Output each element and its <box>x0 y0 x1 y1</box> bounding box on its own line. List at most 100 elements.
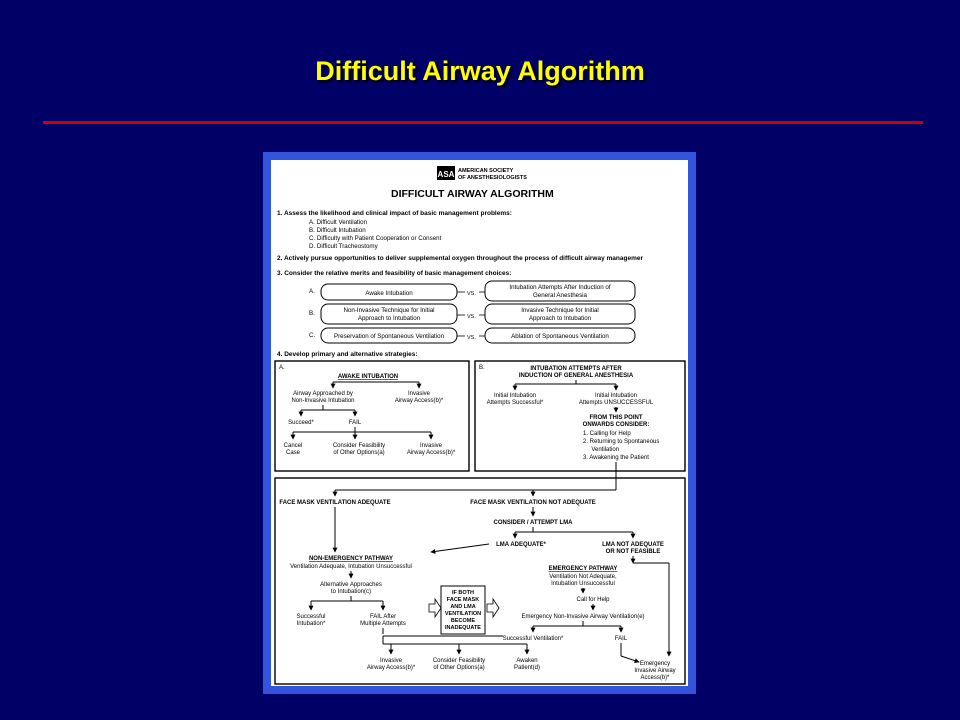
svg-text:Airway Access(b)*: Airway Access(b)* <box>367 665 416 671</box>
choice-b-right: Invasive Technique for Initial <box>521 307 599 314</box>
step-2: 2. Actively pursue opportunities to deli… <box>277 255 643 262</box>
svg-text:Airway Access(b)*: Airway Access(b)* <box>407 450 456 456</box>
svg-text:Consider Feasibility: Consider Feasibility <box>433 658 485 664</box>
svg-text:of Other Options(a): of Other Options(a) <box>433 665 484 671</box>
choice-letter: C. <box>309 332 315 339</box>
asa-logo: ASA AMERICAN SOCIETY OF ANESTHESIOLOGIST… <box>437 166 527 181</box>
svg-text:BECOME: BECOME <box>451 618 475 624</box>
svg-text:Successful: Successful <box>296 614 325 620</box>
svg-text:IF BOTH: IF BOTH <box>452 590 474 596</box>
if-both-box <box>440 585 486 635</box>
svg-text:FAIL: FAIL <box>349 420 362 426</box>
svg-text:Alternative Approaches: Alternative Approaches <box>320 582 382 588</box>
svg-text:INADEQUATE: INADEQUATE <box>445 625 481 631</box>
title-divider <box>43 121 923 124</box>
panel-b-header: INTUBATION ATTEMPTS AFTER <box>530 366 622 372</box>
svg-text:Invasive Airway: Invasive Airway <box>634 668 675 674</box>
svg-text:Emergency: Emergency <box>640 661 670 667</box>
svg-text:Consider Feasibility: Consider Feasibility <box>333 443 385 449</box>
hollow-arrow-icon <box>486 597 500 619</box>
svg-text:Invasive: Invasive <box>380 658 403 664</box>
step-3: 3. Consider the relative merits and feas… <box>277 270 511 277</box>
choice-box <box>484 303 636 325</box>
choice-c-left: Preservation of Spontaneous Ventilation <box>334 333 445 340</box>
svg-text:A.: A. <box>279 365 285 371</box>
lma-adequate: LMA ADEQUATE* <box>496 542 546 548</box>
svg-text:Ventilation Adequate, Intubati: Ventilation Adequate, Intubation Unsucce… <box>290 564 412 570</box>
vs-label: VS. <box>467 335 476 341</box>
algorithm-image-frame: ASA AMERICAN SOCIETY OF ANESTHESIOLOGIST… <box>263 152 696 694</box>
svg-text:2. Returning to Spontaneous: 2. Returning to Spontaneous <box>583 439 659 445</box>
svg-text:AND LMA: AND LMA <box>450 604 475 610</box>
svg-text:Intubation Unsuccessful: Intubation Unsuccessful <box>551 581 615 587</box>
svg-text:Successful Ventilation*: Successful Ventilation* <box>503 636 564 642</box>
choice-b-left: Approach to Intubation <box>358 315 421 322</box>
non-emergency-pathway: NON-EMERGENCY PATHWAY <box>309 556 393 562</box>
svg-text:Ventilation Not Adequate,: Ventilation Not Adequate, <box>549 574 617 580</box>
svg-text:B.: B. <box>479 365 485 371</box>
svg-text:to Intubation(c): to Intubation(c) <box>331 589 371 595</box>
choice-c-right: Ablation of Spontaneous Ventilation <box>511 333 609 340</box>
choice-box <box>320 327 458 344</box>
svg-text:Access(b)*: Access(b)* <box>640 675 670 681</box>
svg-text:Awaken: Awaken <box>516 658 537 664</box>
hollow-arrow-icon <box>428 597 442 619</box>
step-1: 1. Assess the likelihood and clinical im… <box>277 210 512 217</box>
panel-lower-pathways: FACE MASK VENTILATION ADEQUATE FACE MASK… <box>274 471 686 685</box>
svg-text:ONWARDS CONSIDER:: ONWARDS CONSIDER: <box>583 422 650 428</box>
svg-text:Attempts Successful*: Attempts Successful* <box>487 400 544 406</box>
svg-text:Multiple Attempts: Multiple Attempts <box>360 621 406 627</box>
choice-letter: A. <box>309 288 315 295</box>
svg-text:Invasive: Invasive <box>408 391 431 397</box>
svg-text:FAIL After: FAIL After <box>370 614 396 620</box>
step-1-item: C. Difficulty with Patient Cooperation o… <box>309 235 442 242</box>
svg-text:Initial Intubation: Initial Intubation <box>595 393 637 399</box>
slide-title: Difficult Airway Algorithm <box>315 56 645 86</box>
svg-text:VENTILATION: VENTILATION <box>445 611 481 617</box>
choice-a-right: General Anesthesia <box>533 292 588 299</box>
svg-text:LMA NOT ADEQUATE: LMA NOT ADEQUATE <box>602 542 664 548</box>
svg-text:Intubation*: Intubation* <box>297 621 326 627</box>
fmv-adequate: FACE MASK VENTILATION ADEQUATE <box>279 500 390 506</box>
svg-text:Call for Help: Call for Help <box>576 597 610 603</box>
panel-a-header: AWAKE INTUBATION <box>338 374 398 380</box>
svg-text:Invasive: Invasive <box>420 443 443 449</box>
svg-text:3. Awakening the Patient: 3. Awakening the Patient <box>583 455 649 461</box>
svg-text:1. Calling for Help: 1. Calling for Help <box>583 431 631 437</box>
choice-box <box>484 327 636 344</box>
vs-label: VS. <box>467 291 476 297</box>
svg-text:Attempts UNSUCCESSFUL: Attempts UNSUCCESSFUL <box>579 400 654 406</box>
logo-line2: OF ANESTHESIOLOGISTS <box>458 175 527 181</box>
svg-text:Emergency Non-Invasive Airway: Emergency Non-Invasive Airway Ventilatio… <box>521 614 644 620</box>
choice-a-right: Intubation Attempts After Induction of <box>509 284 610 291</box>
svg-text:Ventilation: Ventilation <box>583 447 619 453</box>
document-title: DIFFICULT AIRWAY ALGORITHM <box>391 188 554 200</box>
choice-a-left: Awake Intubation <box>365 290 413 297</box>
algorithm-diagram: ASA AMERICAN SOCIETY OF ANESTHESIOLOGIST… <box>274 166 686 685</box>
choice-box <box>484 280 636 302</box>
vs-label: VS. <box>467 314 476 320</box>
choice-box <box>320 303 458 325</box>
panel-b-header: INDUCTION OF GENERAL ANESTHESIA <box>519 373 634 379</box>
step-1-item: D. Difficult Tracheostomy <box>309 243 379 250</box>
algorithm-document: ASA AMERICAN SOCIETY OF ANESTHESIOLOGIST… <box>271 160 688 686</box>
panel-intubation-after-induction: B. INTUBATION ATTEMPTS AFTER INDUCTION O… <box>474 360 686 472</box>
consider-lma: CONSIDER / ATTEMPT LMA <box>494 520 574 526</box>
svg-text:FROM THIS POINT: FROM THIS POINT <box>590 415 643 421</box>
svg-text:FAIL: FAIL <box>615 636 628 642</box>
svg-text:Cancel: Cancel <box>284 443 303 449</box>
svg-text:Initial Intubation: Initial Intubation <box>494 393 536 399</box>
choice-b-left: Non-Invasive Technique for Initial <box>343 307 434 314</box>
svg-text:Airway Access(b)*: Airway Access(b)* <box>395 398 444 404</box>
svg-text:OR NOT FEASIBLE: OR NOT FEASIBLE <box>606 549 661 555</box>
logo-initials: ASA <box>438 170 455 179</box>
fmv-not-adequate: FACE MASK VENTILATION NOT ADEQUATE <box>470 500 596 506</box>
step-4: 4. Develop primary and alternative strat… <box>277 351 418 358</box>
svg-text:Case: Case <box>286 450 301 456</box>
choice-letter: B. <box>309 310 315 317</box>
svg-text:of Other Options(a): of Other Options(a) <box>333 450 384 456</box>
svg-text:Airway Approached by: Airway Approached by <box>293 391 353 397</box>
svg-text:FACE MASK: FACE MASK <box>447 597 479 603</box>
svg-text:Patient(d): Patient(d) <box>514 665 540 671</box>
svg-text:Succeed*: Succeed* <box>288 420 314 426</box>
